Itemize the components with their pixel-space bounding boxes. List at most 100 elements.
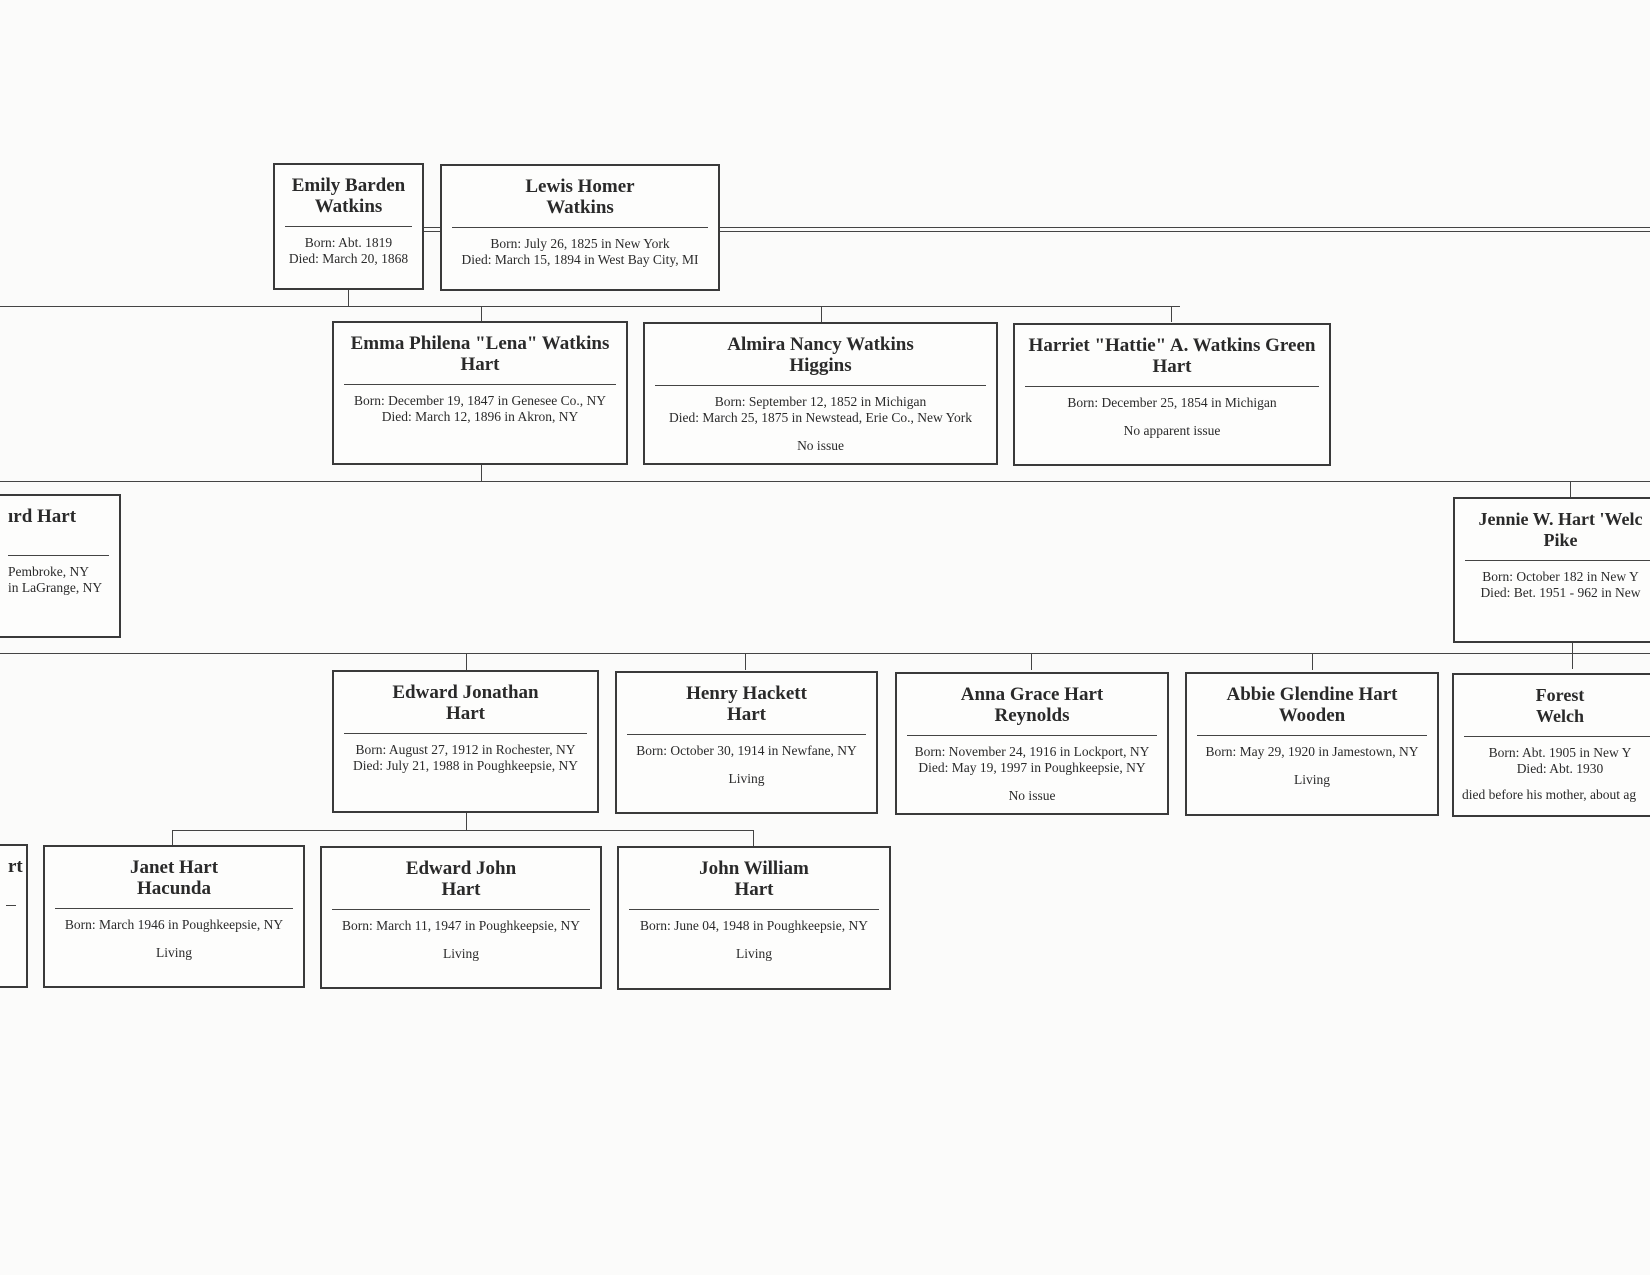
connector [821, 306, 822, 322]
divider [344, 384, 616, 385]
connector [1031, 653, 1032, 670]
issue-note: No issue [1008, 788, 1056, 803]
birth-info: Born: March 11, 1947 in Poughkeepsie, NY [342, 918, 580, 933]
divider [285, 226, 412, 227]
death-info: Died: Bet. 1951 - 962 in New [1480, 585, 1641, 600]
death-info: Died: March 15, 1894 in West Bay City, M… [461, 252, 699, 267]
divider [627, 734, 866, 735]
issue-note: No apparent issue [1123, 423, 1221, 438]
birth-info: Born: Abt. 1905 in New Y [1488, 745, 1632, 760]
birth-info: Born: October 30, 1914 in Newfane, NY [636, 743, 857, 758]
living-note: Living [728, 771, 765, 786]
connector [745, 653, 746, 670]
person-name: ırd Hart [8, 506, 77, 527]
divider [55, 908, 293, 909]
connector [1572, 642, 1573, 669]
birth-info: Born: August 27, 1912 in Rochester, NY [355, 742, 576, 757]
connector [1171, 306, 1172, 322]
birth-info: Born: October 182 in New Y [1482, 569, 1639, 584]
living-note: Living [443, 946, 479, 961]
connector [466, 813, 467, 830]
living-note: Living [1294, 772, 1330, 787]
divider [8, 555, 109, 556]
death-info: in LaGrange, NY [8, 580, 103, 595]
connector [172, 830, 173, 845]
death-info: Died: May 19, 1997 in Poughkeepsie, NY [918, 760, 1146, 775]
living-note: Living [736, 946, 772, 961]
divider [655, 385, 986, 386]
death-info: Died: March 25, 1875 in Newstead, Erie C… [669, 410, 972, 425]
divider [1465, 560, 1650, 561]
connector [1570, 481, 1571, 498]
generation-line-3 [0, 653, 1650, 654]
birth-info: Born: March 1946 in Poughkeepsie, NY [64, 917, 284, 932]
marriage-connector-extension [719, 227, 1650, 232]
birth-info: Born: June 04, 1948 in Poughkeepsie, NY [640, 918, 868, 933]
birth-info: Born: November 24, 1916 in Lockport, NY [914, 744, 1150, 759]
divider [907, 735, 1157, 736]
person-box-partial-hart-left: ırd Hart Pembroke, NY in LaGrange, NY [0, 494, 121, 638]
birth-info: Born: July 26, 1825 in New York [490, 236, 670, 251]
birth-info: Born: September 12, 1852 in Michigan [714, 394, 927, 409]
death-info: Died: July 21, 1988 in Poughkeepsie, NY [353, 758, 578, 773]
death-info: Died: March 20, 1868 [288, 251, 409, 266]
divider [344, 733, 587, 734]
connector [753, 830, 754, 846]
person-name: rt [8, 856, 23, 877]
divider [1197, 735, 1427, 736]
generation-line-1 [0, 306, 1180, 307]
divider [6, 905, 16, 906]
birth-info: Born: Abt. 1819 [304, 235, 393, 250]
connector [481, 465, 482, 481]
death-info: Died: March 12, 1896 in Akron, NY [381, 409, 579, 424]
living-note: Living [156, 945, 192, 960]
issue-note: No issue [797, 438, 844, 453]
divider [332, 909, 590, 910]
connector [466, 653, 467, 670]
generation-line-2 [0, 481, 1650, 482]
generation-line-4 [172, 830, 754, 831]
marriage-connector [423, 227, 441, 232]
death-info: Died: Abt. 1930 [1516, 761, 1604, 776]
connector [481, 306, 482, 322]
birth-info: Born: December 19, 1847 in Genesee Co., … [354, 393, 606, 408]
connector [348, 290, 349, 306]
birth-info: Born: December 25, 1854 in Michigan [1067, 395, 1277, 410]
birth-info: Pembroke, NY [8, 564, 89, 579]
divider [1025, 386, 1319, 387]
divider [629, 909, 879, 910]
divider [452, 227, 708, 228]
birth-info: Born: May 29, 1920 in Jamestown, NY [1205, 744, 1419, 759]
person-box-partial-left: rt [0, 844, 28, 988]
divider [1464, 736, 1650, 737]
death-note: died before his mother, about ag [1462, 787, 1637, 802]
